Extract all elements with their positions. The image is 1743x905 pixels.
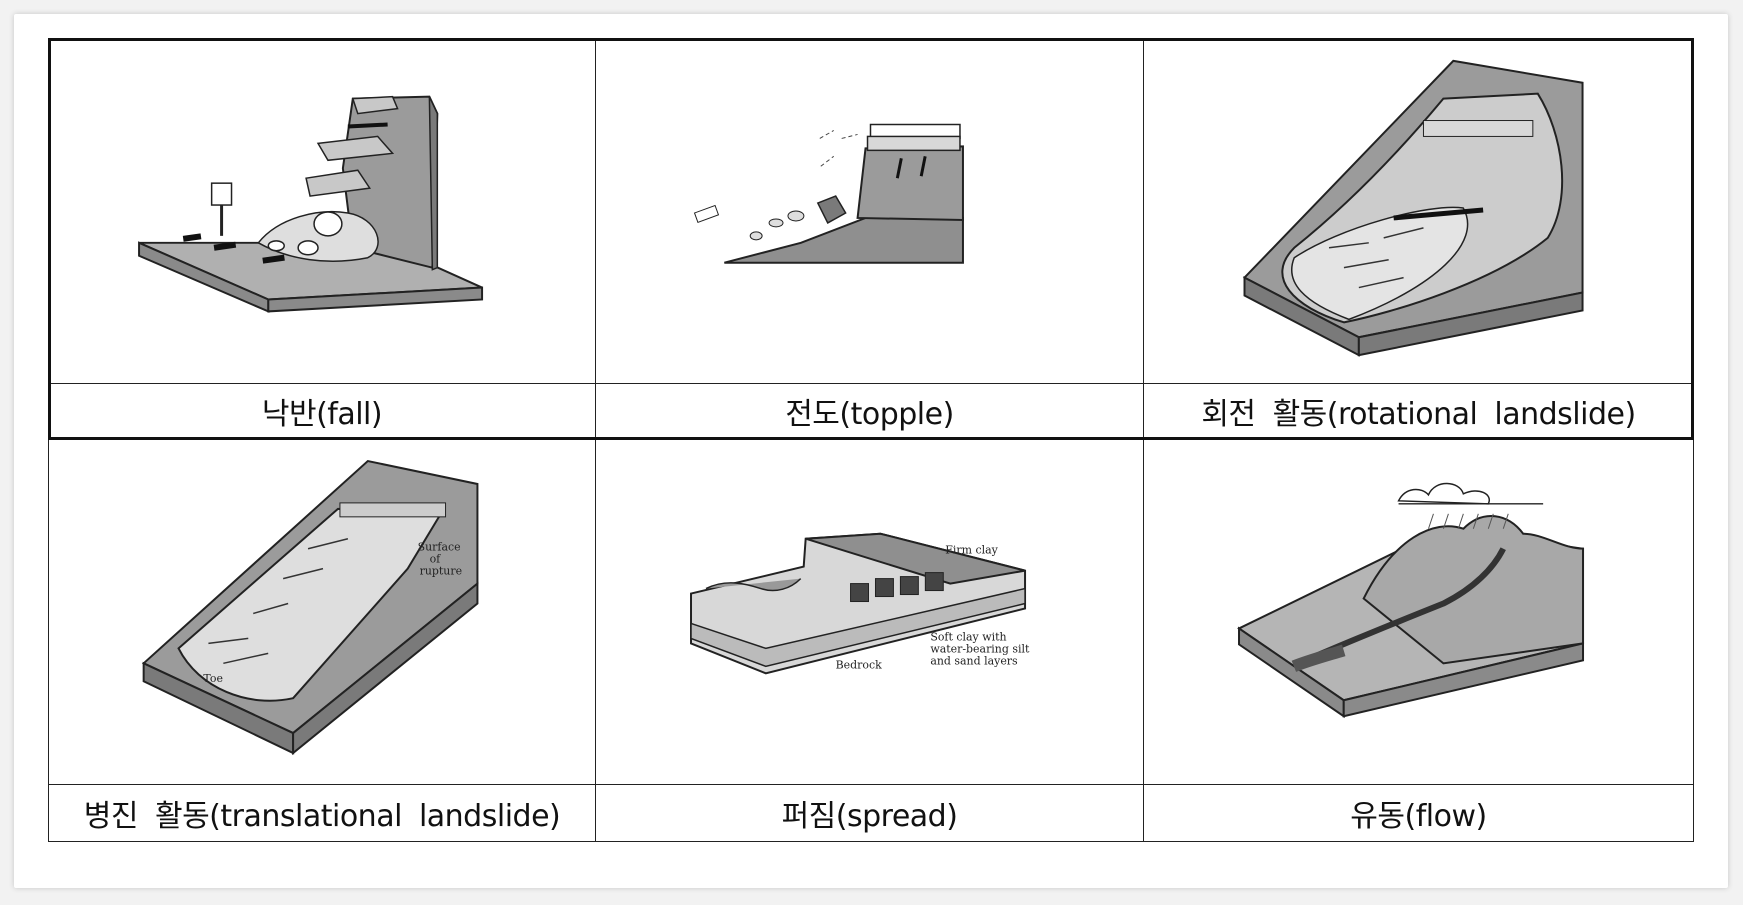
soft-clay-label-2: water-bearing silt [930,642,1030,655]
spread-illustration-cell: Firm clay Soft clay with water-bearing s… [596,439,1144,785]
topple-illustration [693,123,964,264]
firm-clay-label: Firm clay [945,544,998,557]
rupture-label: rupture [420,565,462,578]
translational-caption: 병진 활동(translational landslide) [48,785,596,842]
bedrock-label: Bedrock [836,658,883,671]
of-label: of [430,553,442,566]
translational-illustration: Surface of rupture Toe [141,459,479,756]
rotational-illustration [1242,59,1584,357]
toe-label: Toe [203,672,223,685]
surface-label: Surface [418,541,461,554]
topple-caption: 전도(topple) [596,384,1144,439]
flow-caption: 유동(flow) [1144,785,1694,842]
flow-illustration-cell [1144,439,1694,785]
topple-illustration-cell [596,38,1144,384]
soft-clay-label-1: Soft clay with [930,630,1006,643]
fall-illustration [138,95,484,313]
fall-caption: 낙반(fall) [48,384,596,439]
soft-clay-label-3: and sand layers [930,654,1018,667]
spread-illustration: Firm clay Soft clay with water-bearing s… [690,532,1030,675]
rotational-illustration-cell [1144,38,1694,384]
landslide-types-table: 낙반(fall) 전도(topple) 회전 활동(rotational lan… [48,38,1694,842]
rotational-caption: 회전 활동(rotational landslide) [1144,384,1694,439]
fall-illustration-cell [48,38,596,384]
flow-illustration [1237,482,1585,719]
translational-illustration-cell: Surface of rupture Toe [48,439,596,785]
spread-caption: 퍼짐(spread) [596,785,1144,842]
